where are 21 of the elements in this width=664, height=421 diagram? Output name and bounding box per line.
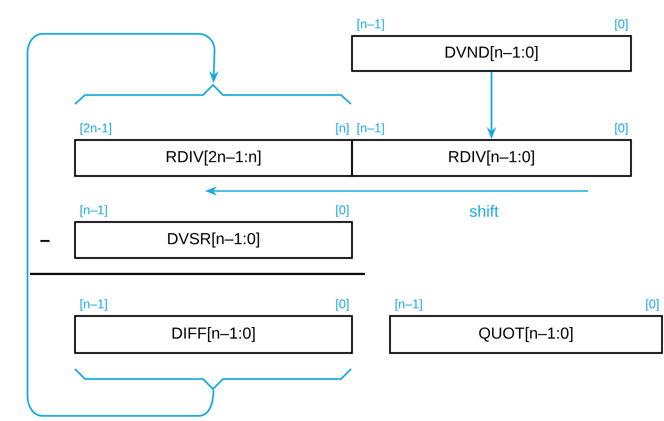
- bit-index: [0]: [336, 299, 348, 311]
- bit-index: [0]: [615, 19, 628, 31]
- bit-index: [n–1]: [80, 299, 107, 311]
- arrow-label: shift: [470, 205, 499, 217]
- bit-index: [n–1]: [396, 299, 422, 311]
- register-box: RDIV[n–1:0]: [351, 139, 632, 177]
- bit-index: [n]: [336, 123, 348, 135]
- bit-index: [0]: [646, 299, 658, 311]
- register-box: DVND[n–1:0]: [351, 35, 632, 72]
- arrow: [26, 33, 219, 417]
- bit-index: [2n-1]: [80, 123, 112, 135]
- bit-index: [0]: [615, 123, 628, 135]
- register-box: DIFF[n–1:0]: [74, 315, 353, 354]
- register-box: QUOT[n–1:0]: [389, 315, 663, 354]
- bit-index: [n–1]: [80, 205, 107, 217]
- register-box: RDIV[2n–1:n]: [74, 139, 353, 177]
- register-box: DVSR[n–1:0]: [74, 221, 353, 259]
- minus-sign: –: [40, 240, 50, 242]
- bit-index: [0]: [336, 205, 348, 217]
- bit-index: [n–1]: [358, 123, 384, 135]
- bit-index: [n–1]: [358, 19, 384, 31]
